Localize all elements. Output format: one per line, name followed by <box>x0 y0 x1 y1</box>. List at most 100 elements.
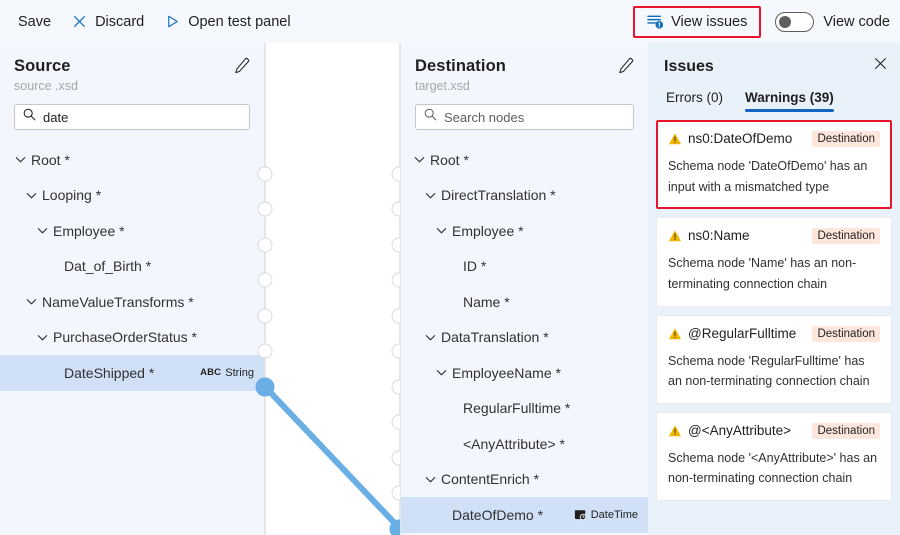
connection-handle[interactable] <box>257 166 273 182</box>
source-tree: Root * Looping * Employee * Dat_of_Birth * N… <box>0 142 264 391</box>
chevron-down-icon[interactable] <box>25 295 38 308</box>
view-issues-button[interactable]: View issues <box>637 7 757 37</box>
chevron-down-icon[interactable] <box>413 153 426 166</box>
issue-description: Schema node 'RegularFulltime' has an non… <box>668 353 870 389</box>
issues-header: Issues <box>648 43 900 76</box>
view-issues-label: View issues <box>671 13 748 30</box>
tree-node-row[interactable]: Employee * <box>0 213 264 249</box>
tree-node-row[interactable]: Root * <box>0 142 264 178</box>
view-code-label: View code <box>823 13 890 30</box>
chevron-down-icon[interactable] <box>424 331 437 344</box>
discard-button[interactable]: Discard <box>61 7 154 37</box>
issues-panel: Issues Errors (0) Warnings (39) ns0:DateO… <box>648 43 900 535</box>
search-icon <box>23 108 36 126</box>
issues-tab[interactable]: Errors (0) <box>666 90 723 105</box>
source-search-input[interactable]: date <box>14 104 250 130</box>
connection-handle[interactable] <box>257 272 273 288</box>
tree-node-label: EmployeeName * <box>452 364 561 381</box>
tree-node-row[interactable]: Name * <box>401 284 648 320</box>
tree-node-row[interactable]: Employee * <box>401 213 648 249</box>
chevron-down-icon[interactable] <box>36 331 49 344</box>
issue-card-header: @RegularFulltime Destination <box>668 325 880 346</box>
destination-search-placeholder: Search nodes <box>444 109 525 125</box>
tree-node-row[interactable]: <AnyAttribute> * <box>401 426 648 462</box>
datetime-icon <box>574 508 587 521</box>
chevron-down-icon[interactable] <box>424 473 437 486</box>
connection-handle[interactable] <box>257 237 273 253</box>
play-triangle-icon <box>164 13 181 30</box>
tree-node-row[interactable]: DataTranslation * <box>401 320 648 356</box>
tree-node-row[interactable]: Root * <box>401 142 648 178</box>
issue-scope-badge: Destination <box>812 422 880 439</box>
node-type-label: String <box>225 366 254 379</box>
tree-node-row[interactable]: EmployeeName * <box>401 355 648 391</box>
close-icon[interactable] <box>873 56 888 76</box>
warning-triangle-icon <box>668 229 682 248</box>
issue-description: Schema node 'DateOfDemo' has an input wi… <box>668 159 868 194</box>
chevron-down-icon[interactable] <box>435 366 448 379</box>
discard-label: Discard <box>95 13 145 30</box>
edit-pencil-icon[interactable] <box>234 57 251 79</box>
open-test-panel-button[interactable]: Open test panel <box>154 7 300 37</box>
connection-handle-active[interactable] <box>255 377 275 397</box>
destination-search-input[interactable]: Search nodes <box>415 104 634 130</box>
tree-node-label: Looping * <box>42 187 102 204</box>
mapping-canvas[interactable] <box>255 43 409 535</box>
issue-name: ns0:DateOfDemo <box>688 131 793 146</box>
connection-handle[interactable] <box>257 308 273 324</box>
tree-node-row[interactable]: RegularFulltime * <box>401 391 648 427</box>
connection-handle[interactable] <box>257 343 273 359</box>
source-schema-panel: Source source .xsd date Root *Looping *E… <box>0 43 265 535</box>
tree-node-row[interactable]: ID * <box>401 249 648 285</box>
issue-scope-badge: Destination <box>812 228 880 245</box>
tree-node-label: Employee * <box>53 222 125 239</box>
tree-node-label: Dat_of_Birth * <box>64 258 152 275</box>
mapper-main-area: Source source .xsd date Root *Looping *E… <box>0 43 900 535</box>
tree-node-row[interactable]: Dat_of_Birth * <box>0 249 264 285</box>
tree-node-row[interactable]: ContentEnrich * <box>401 462 648 498</box>
source-search-value: date <box>43 109 69 125</box>
chevron-down-icon[interactable] <box>36 224 49 237</box>
issues-tab[interactable]: Warnings (39) <box>745 90 834 112</box>
tree-node-label: Name * <box>463 293 510 310</box>
tree-node-row[interactable]: DateOfDemo *DateTime <box>401 497 648 533</box>
destination-title: Destination <box>415 57 506 75</box>
issue-description: Schema node '<AnyAttribute>' has an non-… <box>668 450 878 486</box>
tree-node-label: Root * <box>31 151 70 168</box>
tree-node-label: DataTranslation * <box>441 329 549 346</box>
issue-name: @RegularFulltime <box>688 325 797 341</box>
destination-tree: Root * DirectTranslation * Employee * ID * N… <box>401 142 648 533</box>
chevron-down-icon[interactable] <box>435 224 448 237</box>
chevron-down-icon[interactable] <box>25 189 38 202</box>
tree-node-row[interactable]: NameValueTransforms * <box>0 284 264 320</box>
edit-pencil-icon[interactable] <box>618 57 635 79</box>
command-toolbar: Save Discard Open test panel <box>0 0 900 43</box>
tree-node-label: RegularFulltime * <box>463 400 571 417</box>
chevron-down-icon[interactable] <box>14 153 27 166</box>
source-dot-rail <box>265 43 266 535</box>
save-button[interactable]: Save <box>8 7 61 37</box>
warning-triangle-icon <box>668 424 682 443</box>
issue-scope-badge: Destination <box>812 131 880 147</box>
view-issues-highlight-box: View issues <box>633 5 762 38</box>
view-code-toggle[interactable] <box>775 11 815 32</box>
toggle-knob <box>779 15 792 28</box>
tree-node-row[interactable]: PurchaseOrderStatus * <box>0 320 264 356</box>
tree-node-row[interactable]: DirectTranslation * <box>401 178 648 214</box>
tree-node-label: Root * <box>430 151 469 168</box>
chevron-down-icon[interactable] <box>424 189 437 202</box>
tree-node-label: Employee * <box>452 222 524 239</box>
connection-handle[interactable] <box>257 201 273 217</box>
issue-scope-badge: Destination <box>812 325 880 342</box>
issue-name: @<AnyAttribute> <box>688 422 792 438</box>
tree-node-row[interactable]: Looping * <box>0 178 264 214</box>
issues-tabs: Errors (0) Warnings (39) <box>648 76 900 112</box>
